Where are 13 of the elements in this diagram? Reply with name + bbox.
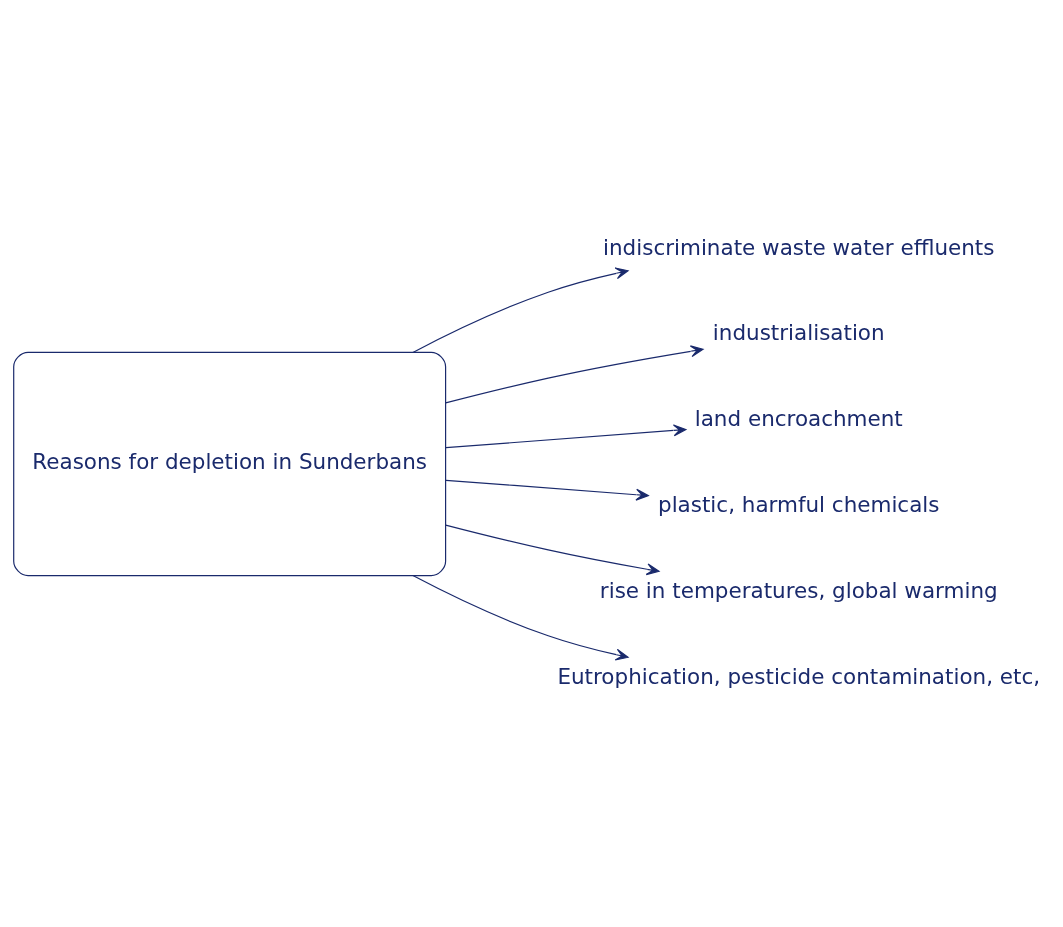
- node-text: rise in temperatures, global warming: [599, 577, 998, 603]
- node-text: indiscriminate waste water effluents: [603, 234, 995, 259]
- node-text: plastic, harmful chemicals: [658, 491, 940, 517]
- arrow: [445, 423, 687, 448]
- arrow: [412, 574, 629, 661]
- node-text: industrialisation: [712, 319, 885, 345]
- node-text: Eutrophication, pesticide contamination, etc,: [557, 663, 1041, 689]
- node-text: land encroachment: [694, 405, 903, 431]
- arrow: [445, 523, 660, 575]
- arrow: [445, 344, 704, 404]
- node-box: Reasons for depletion in Sunderbans: [13, 351, 447, 576]
- arrow: [412, 266, 629, 353]
- arrow: [445, 479, 649, 501]
